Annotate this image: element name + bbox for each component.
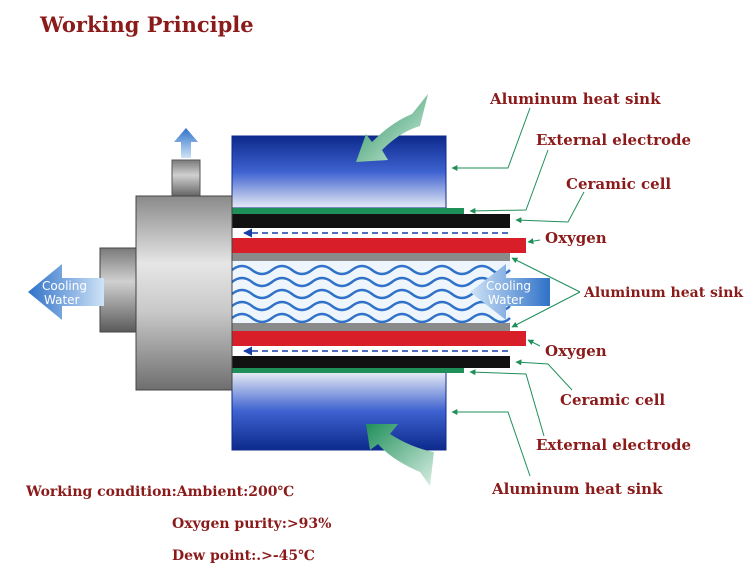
label-heat-sink-top: Aluminum heat sink [490,90,661,108]
electrode-layer-top [232,214,510,228]
leader-electrode-top [469,149,549,214]
leader-oxygen-bottom [527,339,541,347]
label-ceramic-top: Ceramic cell [566,175,672,193]
left-water-line1: Cooling [42,279,87,293]
leader-ceramic-bottom [515,359,573,391]
outlet-pipe [171,159,201,199]
outlet-up-arrow-icon [174,128,198,158]
inner-wall-bottom [232,323,510,331]
right-water-line1: Cooling [486,279,531,293]
leader-heat-sink-top [451,107,531,171]
leader-heat-sink-mid-up [511,257,581,293]
leader-heat-sink-mid-down [511,291,581,328]
ceramic-layer-top [232,208,464,214]
inner-electrode-top [232,238,526,253]
inner-electrode-bottom [232,331,526,346]
air-flow-top-arrow-icon [356,94,428,162]
cooling-water-out-arrow-icon [28,264,104,320]
diagram-title: Working Principle [40,12,254,37]
inner-wall-top [232,253,510,261]
head-hub [99,247,137,333]
heat-sink-bottom [231,371,447,451]
leader-heat-sink-bottom [451,409,531,477]
label-electrode-top: External electrode [536,131,692,149]
cooling-water-in-arrow-icon [470,264,550,320]
oxygen-gap-top [232,228,510,238]
ozone-head [135,195,233,391]
oxygen-gap-bottom [232,346,510,356]
label-heat-sink-mid: Aluminum heat sink [584,285,744,301]
condition-working: Working condition:Ambient:200℃ [26,484,295,500]
air-flow-bottom-arrow-icon [366,424,434,486]
ceramic-layer-bottom [232,368,464,373]
leader-ceramic-top [515,191,585,224]
water-waves [231,264,511,324]
left-water-line2: Water [44,293,80,307]
leader-electrode-bottom [469,369,545,437]
condition-purity: Oxygen purity:>93% [172,516,332,532]
heat-sink-top [231,135,447,209]
label-oxygen-top: Oxygen [545,229,607,247]
condition-dew-point: Dew point:.>-45℃ [172,548,315,564]
electrode-layer-bottom [232,356,510,368]
label-electrode-bottom: External electrode [536,436,692,454]
leader-oxygen-top [527,238,541,245]
label-heat-sink-bottom: Aluminum heat sink [492,480,663,498]
right-water-line2: Water [488,293,524,307]
label-ceramic-bottom: Ceramic cell [560,391,666,409]
label-oxygen-bottom: Oxygen [545,342,607,360]
